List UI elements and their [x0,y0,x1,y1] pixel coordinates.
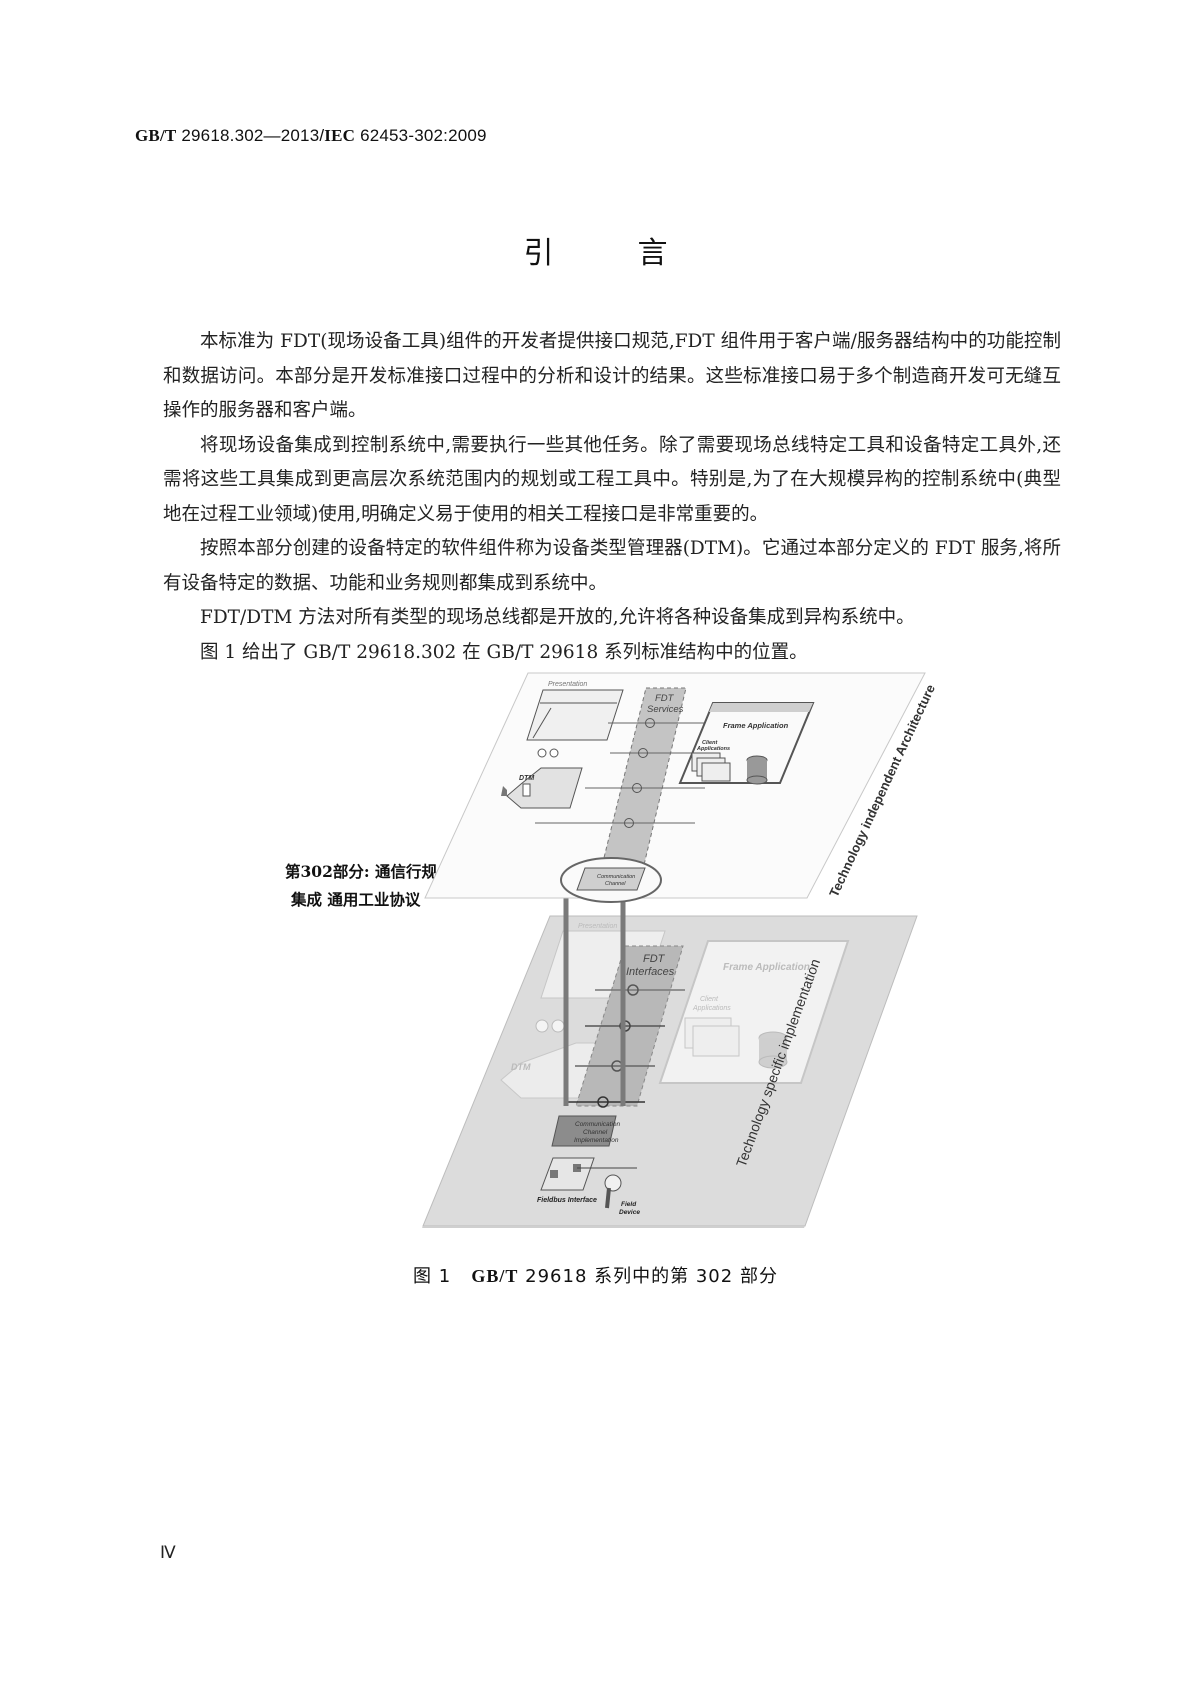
svg-text:Device: Device [619,1209,640,1216]
page-title: 引言 [0,228,1191,272]
paragraph: 将现场设备集成到控制系统中,需要执行一些其他任务。除了需要现场总线特定工具和设备… [163,434,1061,525]
svg-text:DTM: DTM [511,1062,531,1072]
svg-text:Implementation: Implementation [574,1137,619,1144]
paragraph: FDT/DTM 方法对所有类型的现场总线都是开放的,允许将各种设备集成到异构系统… [200,607,915,628]
title-char-1: 引 [523,236,554,271]
figure-annotation-line1: 第302部分: 通信行规 [285,862,437,881]
standard-header: GB/T 29618.302—2013/IEC 62453-302:2009 [135,126,487,146]
svg-text:Applications: Applications [696,746,730,752]
caption-std: GB/T [471,1266,519,1286]
svg-text:Presentation: Presentation [578,923,617,930]
figure-caption: 图 1 GB/T 29618 系列中的第 302 部分 [0,1262,1191,1288]
body-text: 本标准为 FDT(现场设备工具)组件的开发者提供接口规范,FDT 组件用于客户端… [163,325,1061,670]
iec-number: 62453-302:2009 [360,126,487,145]
svg-text:FDT: FDT [655,693,675,704]
svg-text:Services: Services [647,704,684,715]
svg-text:Field: Field [621,1201,637,1208]
caption-prefix: 图 1 [413,1266,452,1287]
svg-text:Fieldbus Interface: Fieldbus Interface [537,1197,597,1204]
lower-layer-plane: Presentation DTM FDT Interfaces [419,848,918,1234]
paragraph: 图 1 给出了 GB/T 29618.302 在 GB/T 29618 系列标准… [200,641,808,663]
svg-text:Frame Application: Frame Application [723,721,789,730]
paragraph: 本标准为 FDT(现场设备工具)组件的开发者提供接口规范,FDT 组件用于客户端… [163,331,1061,421]
upper-layer-plane: Presentation FDT Services DTM [424,672,938,903]
page-number: Ⅳ [160,1543,176,1562]
figure-annotation-line2: 集成 通用工业协议 [291,890,421,909]
svg-text:Channel: Channel [583,1129,608,1136]
svg-text:DTM: DTM [519,775,534,782]
standard-prefix: GB/T [135,126,177,145]
svg-text:Channel: Channel [605,881,626,887]
svg-text:Client: Client [702,740,718,746]
iec-prefix: IEC [324,126,356,145]
title-char-2: 言 [637,236,668,271]
standard-number: 29618.302—2013/ [181,126,325,145]
architecture-figure: Presentation DTM FDT Interfaces [245,668,945,1234]
svg-text:Frame Application: Frame Application [723,962,810,973]
svg-text:Client: Client [700,996,719,1003]
svg-text:Communication: Communication [575,1121,621,1128]
paragraph: 按照本部分创建的设备特定的软件组件称为设备类型管理器(DTM)。它通过本部分定义… [163,538,1062,594]
svg-text:Communication: Communication [597,874,635,880]
svg-text:Presentation: Presentation [548,681,587,688]
svg-text:Applications: Applications [692,1005,731,1012]
caption-rest: 29618 系列中的第 302 部分 [525,1266,778,1287]
svg-text:Interfaces: Interfaces [626,966,675,978]
svg-text:FDT: FDT [643,953,666,965]
